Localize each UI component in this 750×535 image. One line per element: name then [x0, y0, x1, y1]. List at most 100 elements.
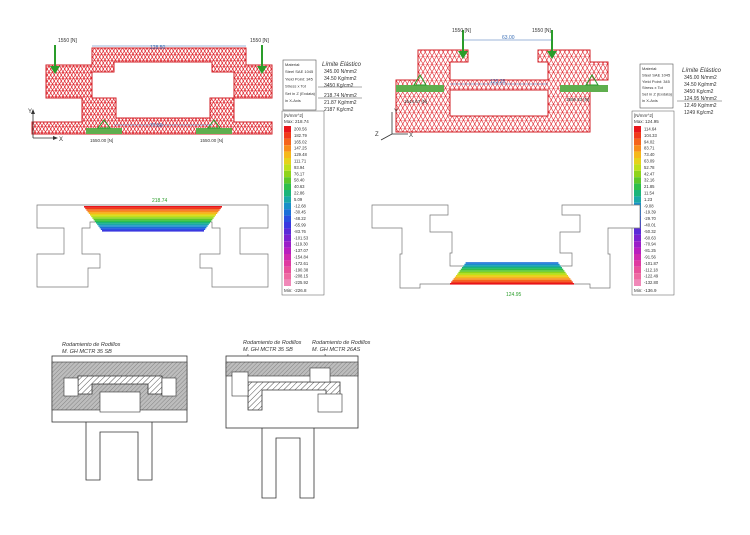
left_model-legend-value: 93.94 [294, 165, 305, 170]
left-result-value: 218.74 N/mm2 [324, 93, 357, 99]
right-contour-band [459, 270, 565, 272]
left_model-legend-swatch [284, 273, 291, 280]
left_model-legend-max: Max: 218.74 [284, 119, 309, 124]
bl-center-block [99, 391, 141, 413]
left_model-legend-swatch [284, 145, 291, 152]
left_model-legend-value: -172.61 [294, 261, 309, 266]
left-contour-plot: 218.74 [36, 198, 269, 288]
bottom-left-assembly: Rodamiento de Rodillos M. GH MCTR 35 SB [51, 342, 188, 481]
right_model-legend-max: Max: 124.95 [634, 119, 659, 124]
left_model-legend-unit: [N/mm^2] [284, 113, 303, 118]
left_model-legend-swatch [284, 202, 291, 210]
right-contour-band [454, 276, 570, 279]
right-result-value: 12.49 Kg/mm2 [684, 103, 717, 109]
right_model-legend-value: 104.33 [644, 133, 657, 138]
bottom-right-assembly: Rodamiento de Rodillos M. GH MCTR 35 SB … [225, 340, 371, 499]
left-contour-band [91, 215, 215, 218]
left-contour-band [85, 207, 221, 210]
right_model-legend-value: 73.40 [644, 152, 655, 157]
left_model-legend-value: 5.09 [294, 197, 303, 202]
right_model-legend-value: 94.02 [644, 139, 655, 144]
left_model-legend-min: Min: -226.8 [284, 288, 307, 293]
right-reaction-left-icon [413, 74, 427, 86]
left_model-legend-value: -65.99 [294, 223, 307, 228]
right_model-legend-value: 42.47 [644, 171, 655, 176]
right_model-legend-value: -132.80 [644, 280, 659, 285]
right_model-legend-swatch [634, 126, 641, 133]
left-axis-triad: Y X [28, 109, 63, 143]
left_model-legend-swatch [284, 138, 291, 146]
left-contour-band [88, 212, 218, 214]
br-roller-right [317, 393, 343, 413]
right_model-legend-swatch [634, 254, 641, 261]
left_model-legend-value: 22.86 [294, 191, 305, 196]
left_model-legend-value: -137.07 [294, 248, 309, 253]
right-limit-title: Límite Elástico [682, 68, 722, 74]
left-force-right-arrowhead-icon [257, 66, 267, 74]
right-force-left-label: 1550 [N] [452, 28, 472, 34]
left-contour-band [87, 210, 219, 213]
left-contour-band [100, 228, 206, 230]
left-limit-value: 34.50 Kg/mm2 [324, 76, 357, 82]
left-axis-y-label: Y [28, 109, 32, 115]
left-reaction-right-label: 1550.00 [N] [200, 138, 223, 143]
left_model-legend-swatch [284, 151, 291, 158]
right-axis-triad: Y X Z [375, 109, 413, 141]
right_model-legend-value: 21.85 [644, 184, 655, 189]
br-rail [247, 381, 341, 411]
right-stress-legend: [N/mm^2]Max: 124.95114.64104.3394.0283.7… [631, 110, 675, 296]
left_model-legend-swatch [284, 164, 291, 171]
left-contour-band [94, 220, 212, 222]
right-reaction-left-label: 1544.57 [N] [404, 99, 427, 104]
left_model-legend-swatch [284, 222, 291, 229]
left-force-left-arrowhead-icon [50, 66, 60, 74]
left-contour-band [92, 217, 214, 219]
left_model-legend-value: 200.56 [294, 127, 307, 132]
right-contour-min-label: 124.95 [506, 292, 522, 298]
right_model-legend-swatch [634, 158, 641, 165]
left_model-legend-swatch [284, 190, 291, 197]
left_model-legend-swatch [284, 183, 291, 190]
left-material-line: Stress x Tot [285, 84, 307, 89]
right_model-legend-swatch [634, 234, 641, 242]
left-contour-band [86, 209, 220, 211]
left-contour-band [96, 222, 210, 224]
bl-roller-right [161, 377, 177, 397]
left_model-legend-swatch [284, 247, 291, 254]
left-reaction-left-label: 1550.00 [N] [90, 138, 113, 143]
left_model-legend-value: 182.79 [294, 133, 307, 138]
left_model-legend-value: 58.40 [294, 178, 305, 183]
br-bearing-b-label-line2: M. GH MCTR 26AS [312, 347, 361, 353]
right_model-legend-swatch [634, 138, 641, 146]
left_model-legend-value: 111.71 [294, 159, 307, 164]
right-mesh-model: 1550 [N] 1550 [N] 63.00 123.25 1544.57 [… [375, 28, 609, 141]
right-force-right-label: 1550 [N] [532, 28, 552, 34]
right-contour-outline [371, 204, 641, 289]
right-dim-mid-label: 123.25 [490, 79, 506, 85]
left_model-legend-swatch [284, 126, 291, 133]
right_model-legend-swatch [634, 164, 641, 171]
bl-bearing-label-line2: M. GH MCTR 35 SB [62, 349, 112, 355]
left_model-legend-value: -225.92 [294, 280, 309, 285]
right-limit-value: 345.00 N/mm2 [684, 75, 717, 81]
left-material-line: Set in Z (Exdata) [285, 91, 316, 96]
left_model-legend-value: -119.30 [294, 242, 309, 247]
right-force-left-arrowhead-icon [458, 51, 468, 59]
right_model-legend-swatch [634, 145, 641, 152]
right_model-legend-value: -70.94 [644, 242, 657, 247]
left_model-legend-value: 165.02 [294, 139, 307, 144]
bl-bearing-label-line1: Rodamiento de Rodillos [62, 342, 121, 348]
right_model-legend-swatch [634, 196, 641, 203]
right-contour-band [456, 275, 568, 277]
right-force-right-arrowhead-icon [547, 51, 557, 59]
left_model-legend-swatch [284, 266, 291, 274]
right_model-legend-swatch [634, 177, 641, 184]
left_model-legend-swatch [284, 196, 291, 203]
left_model-legend-value: -30.45 [294, 210, 307, 215]
left-contour-max-label: 218.74 [152, 198, 168, 204]
right_model-legend-value: -81.25 [644, 248, 657, 253]
right_model-legend-value: -29.70 [644, 216, 657, 221]
right_model-legend-value: 83.71 [644, 146, 655, 151]
left-contour-band [97, 223, 209, 226]
